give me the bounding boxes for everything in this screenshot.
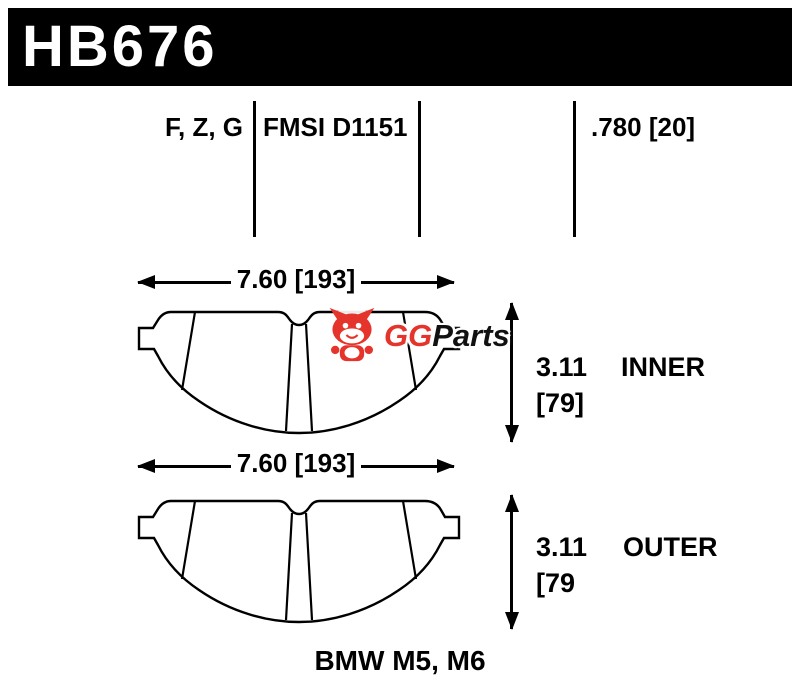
inner-pad-height-arrow [504, 302, 519, 443]
part-number: HB676 [22, 14, 218, 79]
pad-thickness: .780 [20] [591, 112, 696, 142]
watermark-text: GGParts [384, 320, 510, 351]
inner-pad-label: INNER [621, 352, 706, 382]
outer-pad-height-arrow [504, 494, 519, 630]
outer-pad-width-value: 7.60 [193] [236, 448, 356, 478]
watermark-parts: Parts [432, 317, 510, 353]
inner-pad-height-in: 3.11 [536, 352, 588, 382]
outer-pad-height-mm: [79 [536, 568, 576, 598]
outer-pad-drawing [137, 499, 461, 624]
fmsi-number: FMSI D1151 [263, 112, 408, 142]
inner-pad-width-dimension: 7.60 [193] [137, 264, 455, 297]
outer-pad-width-dimension: 7.60 [193] [137, 448, 455, 481]
vehicle-application: BMW M5, M6 [314, 645, 486, 676]
watermark-gg: GG [384, 317, 433, 353]
dimension-arrow-right [361, 459, 455, 473]
inner-pad-drawing [137, 310, 461, 435]
dimension-arrow-left [137, 275, 231, 289]
spec-divider-line [573, 101, 576, 237]
spec-divider-line [253, 101, 256, 237]
outer-pad-height-in: 3.11 [536, 532, 588, 562]
inner-pad-height-mm: [79] [536, 388, 585, 418]
compound-codes: F, Z, G [165, 112, 243, 142]
dimension-arrow-left [137, 459, 231, 473]
outer-pad-label: OUTER [623, 532, 718, 562]
ggparts-mascot-icon [324, 307, 380, 363]
inner-pad-width-value: 7.60 [193] [236, 264, 356, 294]
spec-divider-line [418, 101, 421, 237]
title-bar: HB676 [8, 8, 792, 86]
ggparts-watermark: GGParts [324, 300, 510, 370]
dimension-arrow-right [361, 275, 455, 289]
